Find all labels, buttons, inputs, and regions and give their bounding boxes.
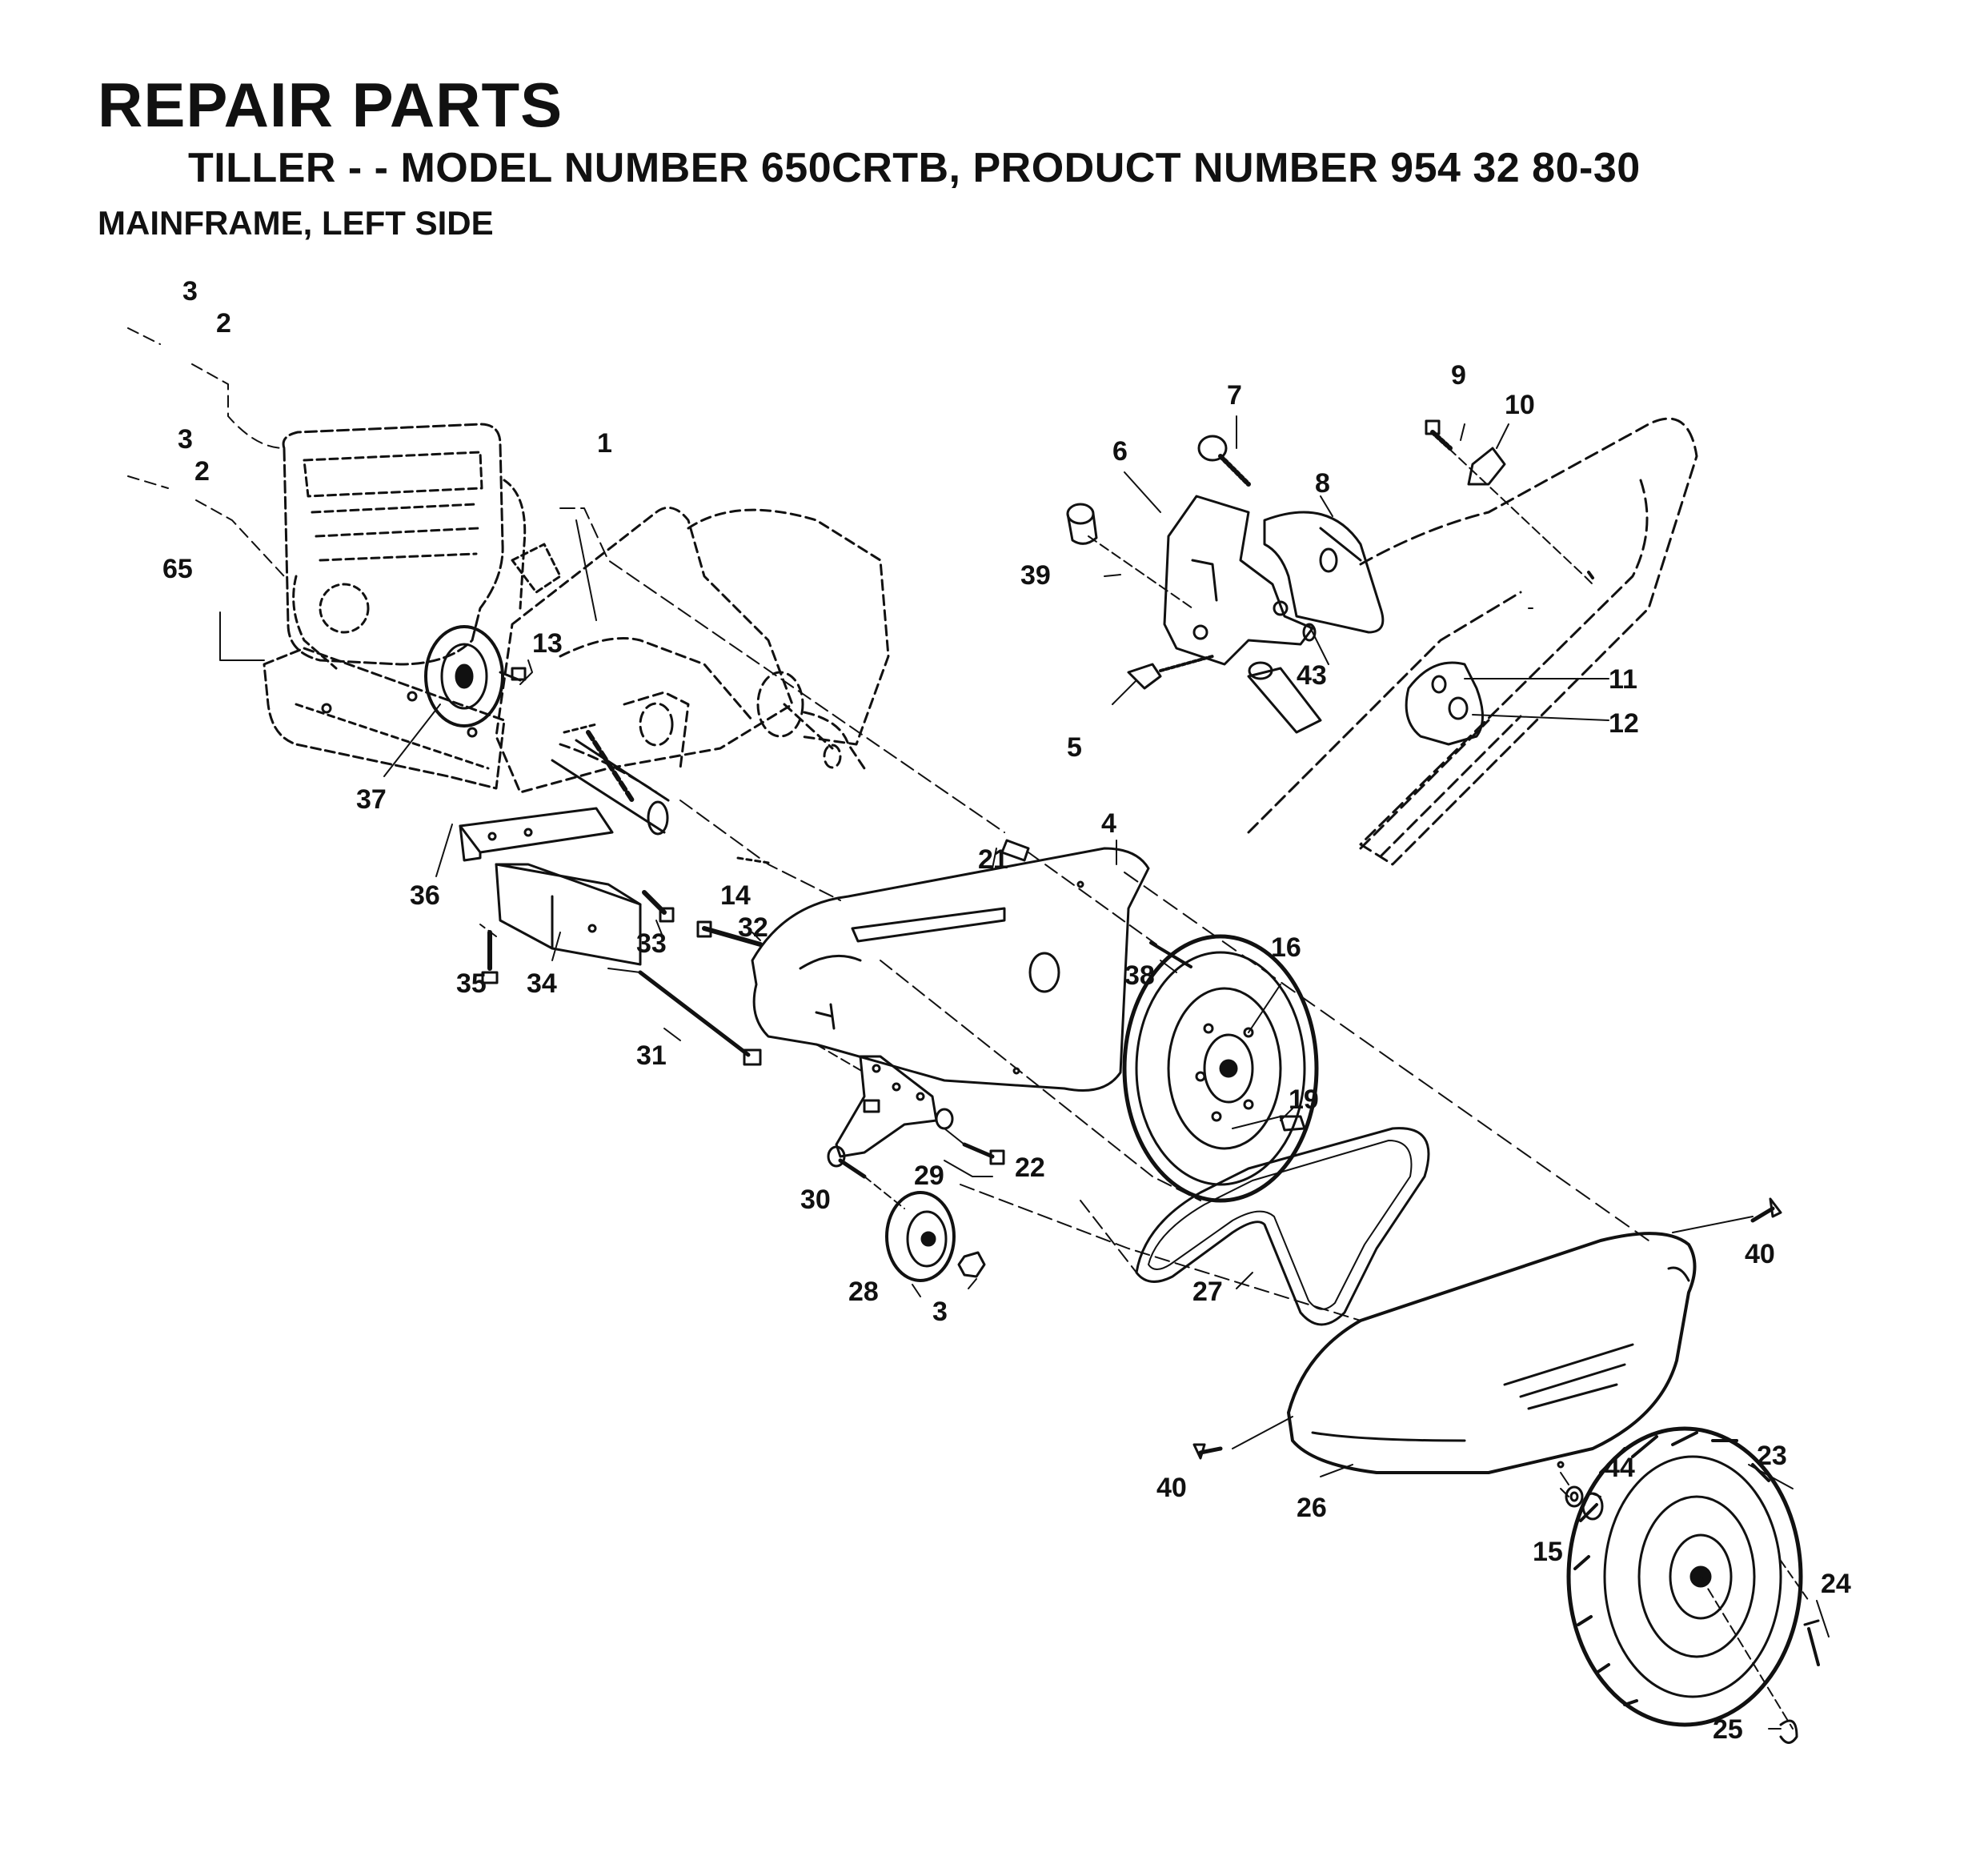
- callout-label: 34: [527, 968, 557, 999]
- bolt-9: [1425, 419, 1453, 451]
- callout-label: 2: [194, 456, 210, 487]
- pin-14: [736, 856, 770, 864]
- callout-label: 24: [1821, 1569, 1851, 1599]
- shield-8: [1263, 511, 1385, 634]
- callout-label: 26: [1297, 1493, 1327, 1523]
- fastener-19: [1279, 1115, 1306, 1132]
- belt-cover-plate-4: [751, 847, 1150, 1092]
- callout-label: 30: [800, 1185, 831, 1215]
- callout-label: 31: [636, 1040, 667, 1071]
- callout-label: 7: [1227, 380, 1242, 411]
- callout-label: 40: [1156, 1473, 1187, 1503]
- callout-label: 2: [216, 308, 231, 339]
- clip-10: [1467, 447, 1506, 486]
- callout-label: 35: [456, 968, 487, 999]
- callout-label: 6: [1112, 436, 1128, 467]
- callout-label: 12: [1609, 708, 1639, 739]
- callout-label: 9: [1451, 360, 1466, 391]
- bolt-35: [481, 930, 499, 984]
- spring-5: [1127, 655, 1214, 690]
- bolt-31: [638, 970, 762, 1066]
- callout-label: 43: [1297, 660, 1327, 691]
- pin-24: [1803, 1619, 1820, 1666]
- shaft-bolt-center: [586, 730, 635, 803]
- callout-label: 25: [1713, 1714, 1743, 1745]
- callout-label: 13: [532, 628, 563, 659]
- callout-label: 3: [178, 424, 193, 455]
- wheel-23: [1566, 1426, 1803, 1727]
- callout-label: 3: [932, 1297, 948, 1327]
- callout-label: 44: [1605, 1453, 1635, 1483]
- callout-label: 19: [1289, 1084, 1319, 1115]
- idler-bracket: [835, 1055, 938, 1158]
- spacer-29: [935, 1108, 954, 1130]
- callout-label: 37: [356, 784, 387, 815]
- section-heading: MAINFRAME, LEFT SIDE: [98, 204, 494, 242]
- housing-34: [495, 863, 642, 966]
- callout-label: 11: [1609, 664, 1637, 695]
- pulley-16: [1122, 934, 1319, 1203]
- callout-label: 27: [1192, 1277, 1223, 1307]
- callout-label: 33: [636, 928, 667, 959]
- depth-stake-11-12: [1405, 661, 1484, 746]
- bolt-22: [962, 1142, 1005, 1165]
- callout-label: 15: [1533, 1537, 1563, 1567]
- bolt-33: [642, 890, 675, 923]
- mount-frame: [263, 647, 506, 790]
- belt-cover-26: [1287, 1232, 1697, 1474]
- spacer-39: [1066, 503, 1098, 545]
- callout-label: 29: [914, 1160, 944, 1191]
- washer-15: [1565, 1485, 1584, 1508]
- callout-label: 38: [1124, 960, 1155, 991]
- model-subtitle: TILLER - - MODEL NUMBER 650CRTB, PRODUCT…: [188, 145, 1641, 191]
- leader-lines: [127, 327, 1830, 1730]
- callout-label: 8: [1315, 468, 1330, 499]
- v-belt-27: [1135, 1127, 1430, 1326]
- pulley-37: [424, 625, 522, 728]
- nut-3-lower: [957, 1251, 986, 1278]
- engine-drawing: [282, 423, 562, 670]
- small-nut-13: [511, 667, 527, 681]
- callout-label: 14: [720, 880, 751, 911]
- bolt-7: [1197, 435, 1251, 487]
- callout-label: 5: [1067, 732, 1082, 763]
- callout-label: 36: [410, 880, 440, 911]
- bolt-40-right: [1750, 1197, 1782, 1223]
- callout-label: 21: [978, 844, 1008, 875]
- axle-tube: [551, 723, 670, 836]
- callout-label: 10: [1505, 390, 1535, 420]
- callout-label: 22: [1015, 1152, 1045, 1183]
- bolt-30: [827, 1145, 867, 1179]
- callout-label: 28: [848, 1277, 879, 1307]
- pin-sleeve: [1247, 661, 1322, 734]
- idler-pulley-28: [885, 1191, 956, 1282]
- clip-25: [1779, 1719, 1798, 1744]
- callout-label: 1: [597, 428, 612, 459]
- callout-labels: 1 2 2 3 3 3 4 5 6 7 8 9 10 11 12 13 14 1…: [162, 276, 1851, 1745]
- callout-label: 40: [1745, 1239, 1775, 1269]
- pin-21: [1000, 839, 1030, 862]
- callout-label: 65: [162, 554, 193, 584]
- tine-shield-outline: [1247, 417, 1698, 866]
- callout-label: 16: [1271, 932, 1301, 963]
- bolt-32: [696, 920, 763, 947]
- callout-label: 39: [1020, 560, 1051, 591]
- callout-label: 4: [1101, 808, 1116, 839]
- page-title: REPAIR PARTS: [98, 70, 563, 140]
- callout-label: 3: [182, 276, 198, 307]
- callout-label: 23: [1757, 1441, 1787, 1471]
- callout-label: 32: [738, 912, 768, 943]
- bracket-36: [459, 807, 614, 862]
- bracket-6: [1163, 495, 1314, 666]
- bolt-40-left: [1192, 1443, 1223, 1460]
- nut-44: [1581, 1492, 1604, 1521]
